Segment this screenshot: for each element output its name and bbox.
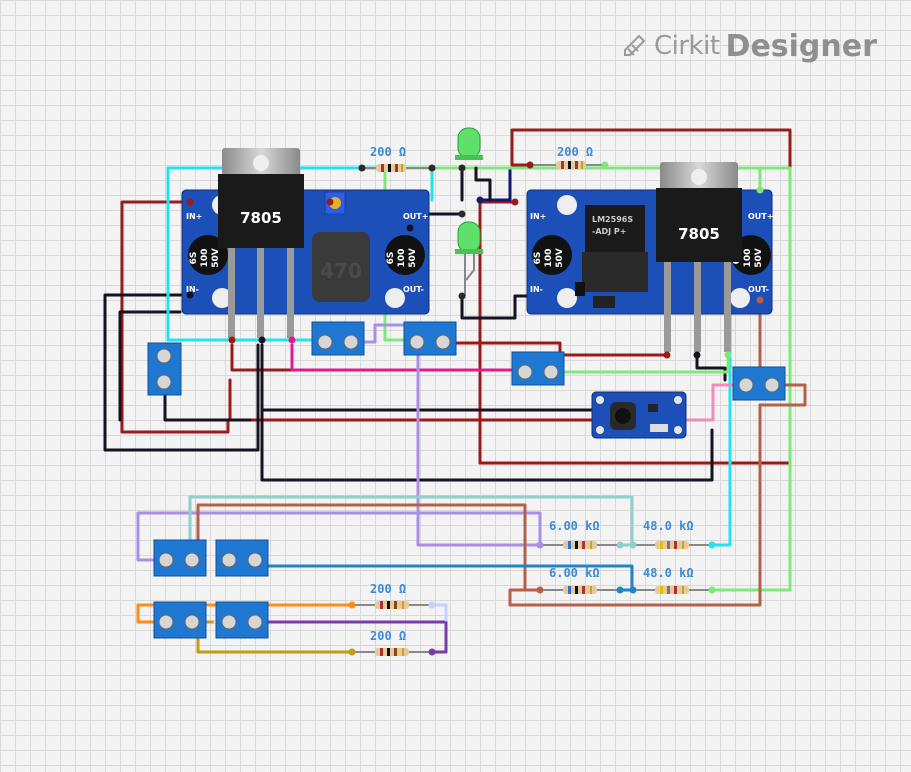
pin-out-plus-right: OUT+ (748, 212, 773, 221)
ic-text-1: LM2596S (592, 215, 633, 224)
junction-dots (186, 161, 764, 656)
resistor-top-right[interactable] (530, 161, 605, 169)
wire-blue-1 (258, 564, 634, 592)
terminal-blocks (147, 321, 786, 639)
resistor-label-top-left: 200 Ω (370, 145, 406, 159)
pencil-logo-icon (624, 34, 646, 56)
terminal-block-7[interactable] (215, 539, 269, 577)
resistor-div2-a[interactable] (540, 586, 620, 594)
cap-label-right-2: 100 (544, 249, 554, 268)
cap-label-left-4: 6S (386, 252, 396, 265)
resistor-label-bottom-2: 200 Ω (370, 629, 406, 643)
resistor-label-bottom-1: 200 Ω (370, 582, 406, 596)
wire-green-4 (548, 353, 730, 374)
pin-in-minus-right: IN- (530, 285, 543, 294)
resistor-bottom-1[interactable] (352, 601, 432, 609)
resistor-label-div2-a: 6.00 kΩ (549, 566, 600, 580)
wire-led-2 (474, 166, 492, 202)
cap-label-left-3: 50V (211, 248, 221, 268)
boost-converter-module[interactable] (591, 391, 687, 439)
pin-in-minus-left: IN- (186, 285, 199, 294)
resistor-div1-b[interactable] (633, 541, 712, 549)
terminal-block-2[interactable] (403, 321, 457, 356)
terminal-block-4[interactable] (732, 366, 786, 401)
resistor-bottom-2[interactable] (352, 648, 432, 656)
brand-name-light: Cirkit (654, 31, 720, 61)
pin-out-minus-left: OUT- (403, 285, 424, 294)
pin-in-plus-left: IN+ (186, 212, 202, 221)
cap-label-left-5: 100 (397, 249, 407, 268)
cap-label-left-6: 50V (408, 248, 418, 268)
cap-label-right-6: 50V (754, 248, 764, 268)
regulator-7805-left[interactable]: 7805 (218, 148, 304, 338)
wire-lightblue-1 (430, 603, 448, 622)
brand-name-bold: Designer (725, 28, 877, 64)
terminal-block-1[interactable] (311, 321, 365, 356)
wire-cyan-2 (166, 166, 324, 342)
wire-black-7 (695, 353, 727, 382)
wire-purple-1 (258, 620, 448, 654)
wire-brown-2 (196, 503, 527, 592)
brand-logo: Cirkit Designer (622, 26, 877, 66)
inductor-label: 470 (320, 259, 362, 283)
wire-darkred-5 (230, 343, 520, 372)
cap-label-right-3: 50V (555, 248, 565, 268)
wire-navy-2 (118, 310, 182, 422)
wire-magenta-1 (290, 343, 524, 372)
wire-navy-1 (430, 166, 512, 202)
wire-lavender-1 (350, 323, 544, 547)
pin-out-minus-right: OUT- (748, 285, 769, 294)
ic-text-2: -ADJ P+ (592, 227, 626, 236)
wire-darkred-7 (478, 200, 517, 465)
wire-brown-1 (508, 383, 807, 607)
led-green-2[interactable] (455, 221, 483, 296)
terminal-block-3[interactable] (511, 351, 565, 386)
regulator-label-left: 7805 (240, 209, 282, 227)
resistor-label-div1-a: 6.00 kΩ (549, 519, 600, 533)
resistor-label-div1-b: 48.0 kΩ (643, 519, 694, 533)
wire-black-3 (260, 343, 714, 482)
led-green-1[interactable] (455, 127, 483, 160)
wire-darkred-6 (228, 378, 597, 422)
wire-teal-1 (188, 495, 634, 562)
wire-darkred-1 (120, 200, 230, 434)
resistor-div2-b[interactable] (633, 586, 712, 594)
wire-pink-1 (678, 383, 747, 422)
pin-out-plus-left: OUT+ (403, 212, 428, 221)
wire-black-1 (103, 293, 260, 452)
regulator-7805-right[interactable]: 7805 (656, 162, 742, 352)
resistor-label-top-right: 200 Ω (557, 145, 593, 159)
resistor-div1-a[interactable] (540, 541, 620, 549)
cap-label-left-2: 100 (200, 249, 210, 268)
terminal-block-5-vertical[interactable] (147, 342, 182, 396)
pin-in-plus-right: IN+ (530, 212, 546, 221)
wire-darkred-9 (438, 341, 669, 357)
cap-label-right-1: 6S (533, 252, 543, 265)
wire-black-2 (163, 383, 252, 422)
terminal-block-6[interactable] (153, 539, 207, 577)
resistors (352, 161, 712, 656)
terminal-block-8[interactable] (153, 601, 207, 639)
wire-black-6 (460, 294, 542, 320)
wire-darkred-4 (510, 145, 532, 167)
cap-label-left-1: 6S (189, 252, 199, 265)
cap-label-right-5: 100 (743, 249, 753, 268)
regulator-label-right: 7805 (678, 225, 720, 243)
resistor-top-left[interactable] (362, 164, 432, 172)
resistor-label-div2-b: 48.0 kΩ (643, 566, 694, 580)
terminal-block-9[interactable] (215, 601, 269, 639)
